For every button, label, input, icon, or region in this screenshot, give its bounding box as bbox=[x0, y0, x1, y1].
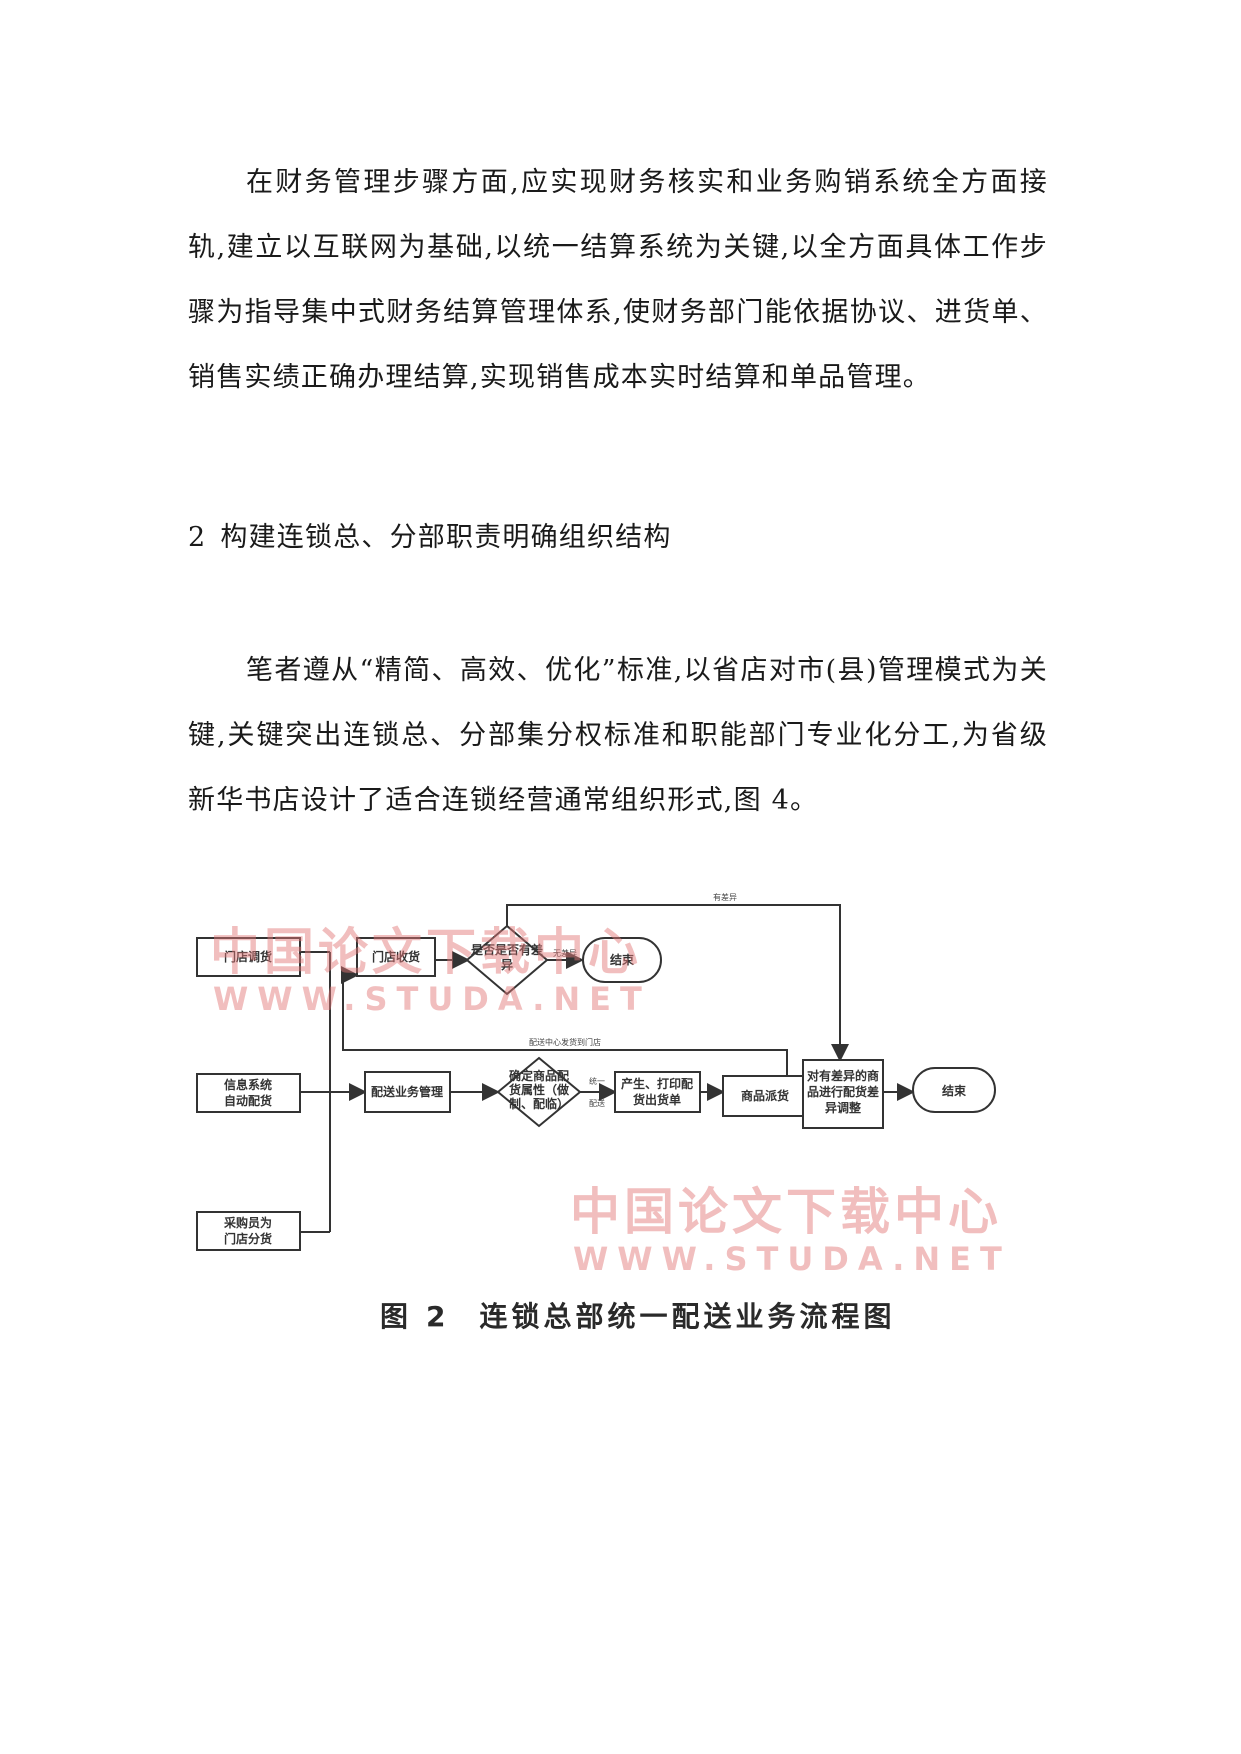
label-buyer-dist-1: 采购员为 bbox=[223, 1215, 272, 1230]
watermark-en-top: WWW.STUDA.NET bbox=[213, 980, 651, 1018]
node-handle-diff bbox=[802, 1059, 884, 1129]
label-confirm-attr-1: 确定商品配 bbox=[509, 1068, 569, 1083]
label-system-auto-1: 信息系统 bbox=[224, 1077, 272, 1092]
node-end-top bbox=[582, 937, 662, 983]
label-print-slip-2: 货出货单 bbox=[633, 1092, 681, 1107]
label-handle-diff-3: 异调整 bbox=[825, 1100, 861, 1115]
flowchart-diagram: 门店调货 信息系统 自动配货 采购员为 门店分货 门店收货 是否是否有差 异 结… bbox=[196, 892, 996, 1251]
edge-label-no-diff: 无差异 bbox=[553, 948, 577, 958]
label-goods-ship: 商品派货 bbox=[741, 1088, 789, 1103]
watermark-en-bottom: WWW.STUDA.NET bbox=[573, 1240, 1011, 1278]
node-end-right bbox=[912, 1067, 996, 1113]
node-store-order bbox=[196, 937, 301, 977]
watermark-cn-bottom: 中国论文下载中心 bbox=[570, 1183, 1002, 1241]
node-buyer-dist bbox=[196, 1211, 301, 1251]
paragraph-finance: 在财务管理步骤方面,应实现财务核实和业务购销系统全方面接轨,建立以互联网为基础,… bbox=[188, 167, 1048, 393]
label-store-order: 门店调货 bbox=[224, 949, 272, 964]
section-title: 构建连锁总、分部职责明确组织结构 bbox=[220, 522, 672, 553]
label-print-slip-1: 产生、打印配 bbox=[621, 1076, 693, 1091]
watermark-cn-top: 中国论文下载中心 bbox=[210, 923, 642, 981]
node-store-receive bbox=[356, 937, 436, 977]
label-diff-check-2: 异 bbox=[501, 958, 513, 972]
node-system-auto bbox=[196, 1073, 301, 1113]
caption-prefix: 图 bbox=[380, 1300, 413, 1333]
label-end-right: 结束 bbox=[942, 1083, 967, 1098]
edge-label-center-ship: 配送中心发货到门店 bbox=[529, 1037, 601, 1047]
label-buyer-dist-2: 门店分货 bbox=[224, 1231, 272, 1246]
label-store-receive: 门店收货 bbox=[372, 949, 420, 964]
label-handle-diff-2: 品进行配货差 bbox=[807, 1084, 879, 1099]
edge-check-to-handle bbox=[506, 904, 849, 1062]
node-diff-check bbox=[465, 924, 549, 996]
label-diff-check-1: 是否是否有差 bbox=[470, 942, 543, 957]
paragraph-organization: 笔者遵从“精简、高效、优化”标准,以省店对市(县)管理模式为关键,关键突出连锁总… bbox=[188, 655, 1048, 816]
label-system-auto-2: 自动配货 bbox=[224, 1093, 272, 1108]
edge-label-has-diff: 有差异 bbox=[713, 892, 737, 902]
node-goods-ship bbox=[722, 1075, 809, 1117]
label-confirm-attr-2: 货属性（做 bbox=[509, 1082, 570, 1097]
edge-ship-to-receive bbox=[341, 966, 788, 1076]
caption-text: 连锁总部统一配送业务流程图 bbox=[479, 1300, 896, 1333]
label-handle-diff-1: 对有差异的商 bbox=[807, 1068, 879, 1083]
label-confirm-attr-3: 制、配临） bbox=[509, 1096, 569, 1111]
section-heading: 2 构建连锁总、分部职责明确组织结构 bbox=[188, 515, 672, 554]
label-end-top: 结束 bbox=[610, 952, 635, 967]
edge-label-unified-2: 配送 bbox=[589, 1098, 605, 1108]
label-dist-mgmt: 配送业务管理 bbox=[371, 1084, 443, 1099]
edge-label-unified-1: 统一 bbox=[589, 1076, 605, 1086]
flowchart-figure: 门店调货 信息系统 自动配货 采购员为 门店分货 门店收货 是否是否有差 异 结… bbox=[195, 880, 1125, 1360]
caption-number: 2 bbox=[426, 1300, 450, 1333]
node-dist-mgmt bbox=[364, 1071, 451, 1113]
node-confirm-attr bbox=[496, 1056, 582, 1128]
section-number: 2 bbox=[188, 522, 207, 553]
node-print-slip bbox=[614, 1071, 701, 1113]
